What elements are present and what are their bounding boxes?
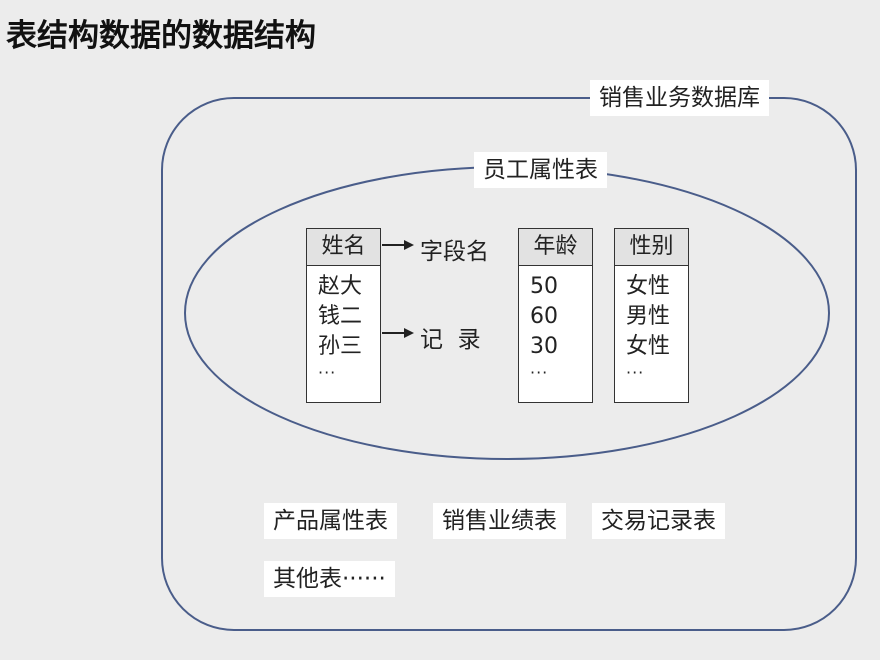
record-annotation: 记 录 [420,327,481,353]
cell: 钱二 [318,304,363,329]
cell: 孙三 [318,334,363,359]
page-title: 表结构数据的数据结构 [6,18,316,54]
table-boundary [184,166,830,460]
other-table-more: 其他表······ [264,561,395,597]
other-table-product: 产品属性表 [264,503,397,539]
database-label: 销售业务数据库 [590,80,769,116]
database-boundary [161,97,857,631]
other-table-sales: 销售业绩表 [433,503,566,539]
column-header: 性别 [615,229,688,266]
cell: 女性 [626,274,671,299]
cell-ellipsis: ··· [626,363,645,382]
cell-ellipsis: ··· [318,363,337,382]
cell: 30 [530,334,558,359]
cell: 50 [530,274,558,299]
cell: 女性 [626,334,671,359]
cell: 男性 [626,304,671,329]
column-gender: 性别 女性 男性 女性 ··· [614,228,689,403]
field-name-annotation: 字段名 [420,239,489,265]
column-name: 姓名 赵大 钱二 孙三 ··· [306,228,381,403]
cell: 60 [530,304,558,329]
column-age: 年龄 50 60 30 ··· [518,228,593,403]
record-arrow [382,328,414,338]
column-header: 年龄 [519,229,592,266]
cell: 赵大 [318,274,363,299]
cell-ellipsis: ··· [530,363,549,382]
other-table-transactions: 交易记录表 [592,503,725,539]
table-label: 员工属性表 [474,152,607,188]
column-header: 姓名 [307,229,380,266]
field-name-arrow [382,240,414,250]
